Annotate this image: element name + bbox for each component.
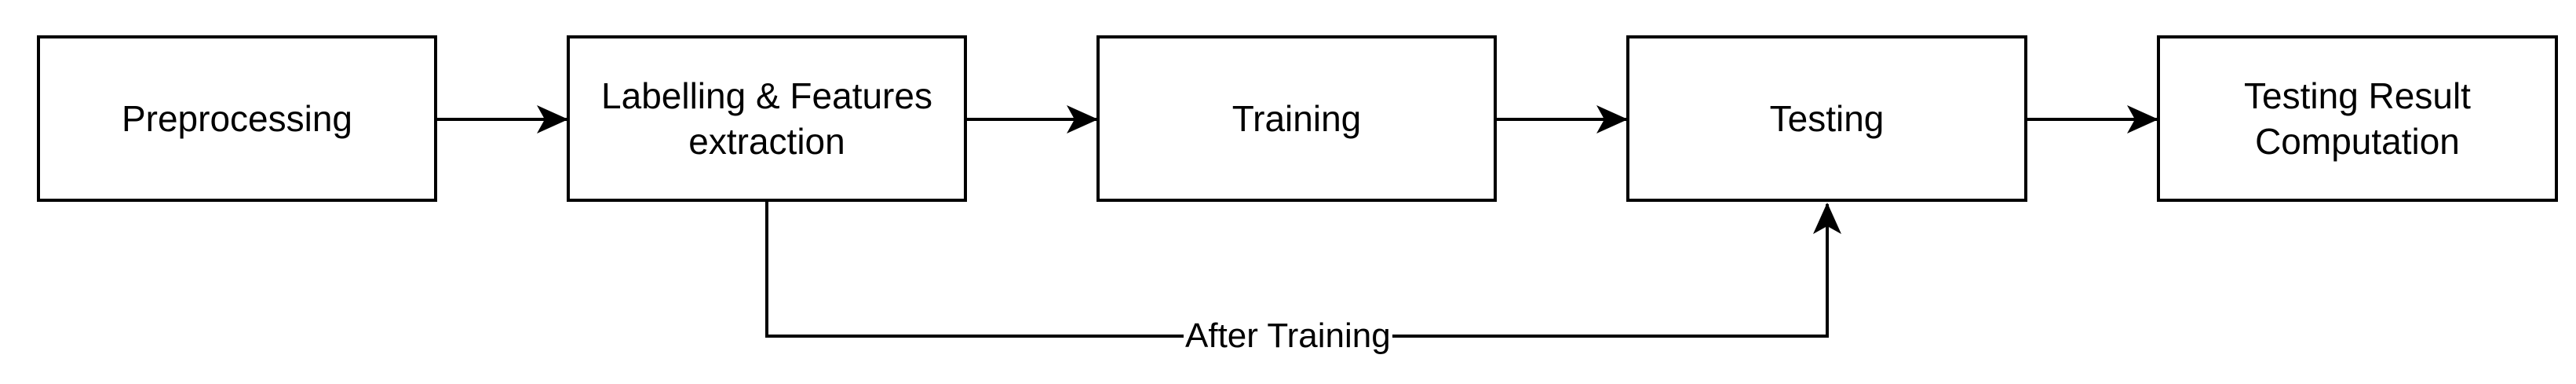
labelling-features-label: Labelling & Features extraction xyxy=(601,75,932,162)
testing-result-computation-node: Testing Result Computation xyxy=(2157,35,2558,202)
preprocessing-label: Preprocessing xyxy=(121,98,353,139)
testing-node: Testing xyxy=(1626,35,2027,202)
testing-label: Testing xyxy=(1769,98,1885,139)
labelling-features-node: Labelling & Features extraction xyxy=(567,35,967,202)
training-label: Training xyxy=(1231,98,1362,139)
testing-result-computation-label: Testing Result Computation xyxy=(2244,75,2471,162)
preprocessing-node: Preprocessing xyxy=(37,35,437,202)
training-node: Training xyxy=(1096,35,1497,202)
after-training-label: After Training xyxy=(1184,316,1392,356)
